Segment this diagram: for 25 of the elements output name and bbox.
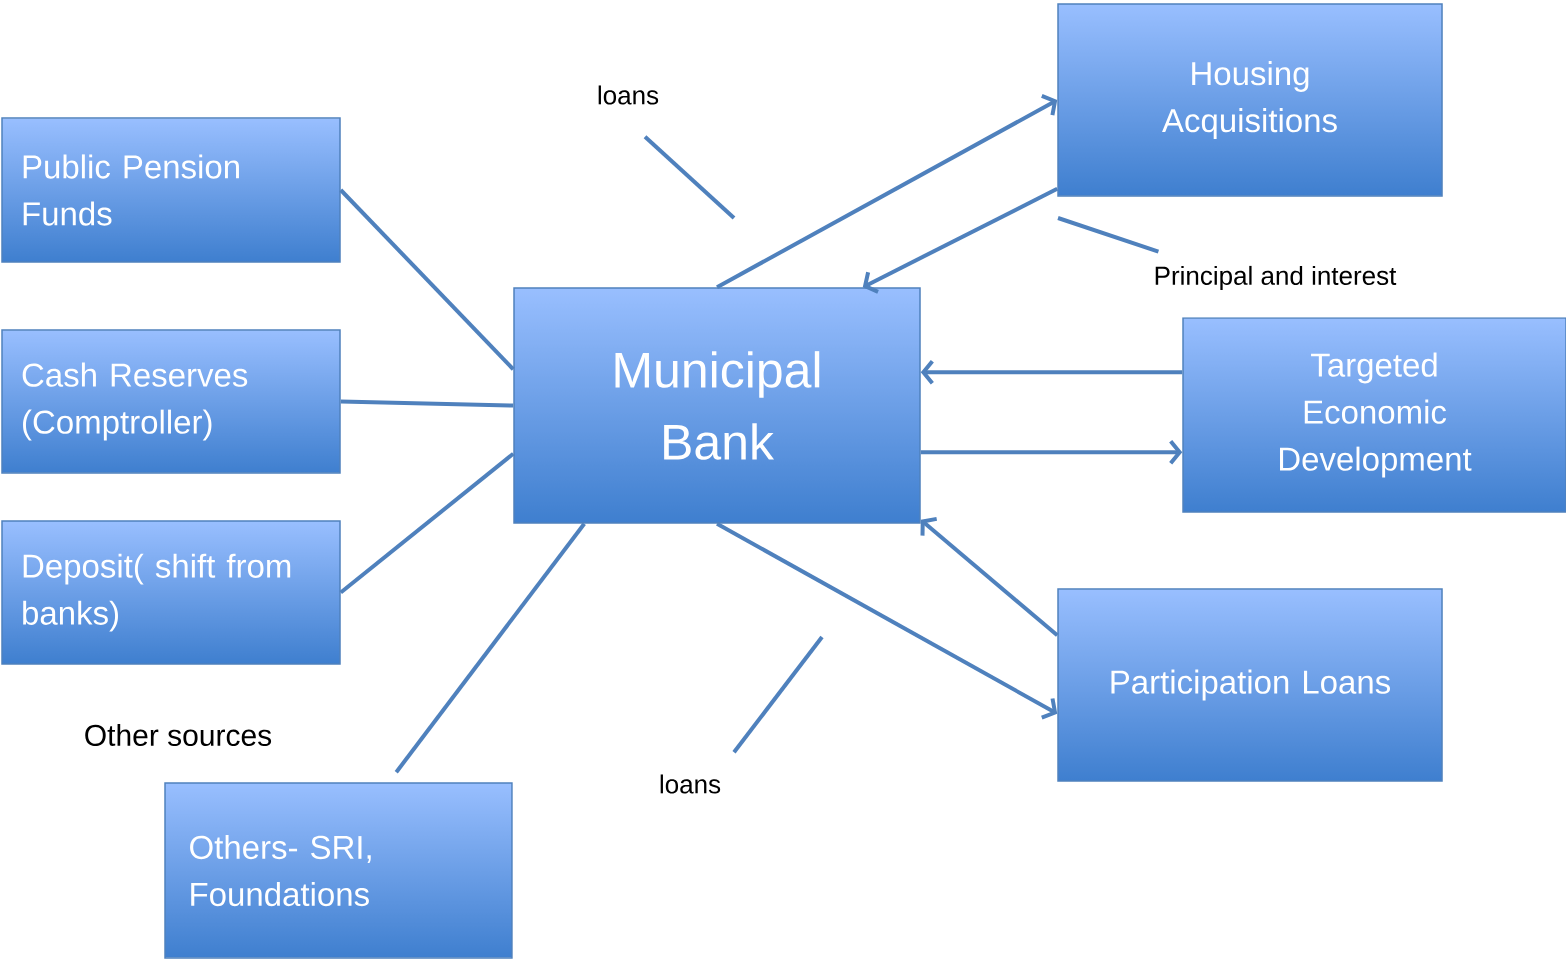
process-box: Participation Loans <box>1057 588 1443 782</box>
section-label: Other sources <box>85 724 272 747</box>
process-box: Deposit( shift from banks) <box>1 520 341 665</box>
arrow <box>716 522 1058 720</box>
leader-line <box>732 635 824 754</box>
process-box: Public Pension Funds <box>1 117 341 263</box>
process-box: Housing Acquisitions <box>1057 3 1443 197</box>
connector-line <box>340 399 514 408</box>
connector-line <box>339 452 515 595</box>
connector-line <box>339 188 515 371</box>
arrow <box>920 440 1183 465</box>
arrow <box>716 94 1058 289</box>
process-box: Cash Reserves (Comptroller) <box>1 329 341 474</box>
leader-line <box>1057 216 1160 254</box>
process-box: Targeted Economic Development <box>1182 317 1566 513</box>
arrow <box>920 516 1059 637</box>
process-box: Municipal Bank <box>513 287 921 524</box>
arrow <box>862 186 1059 294</box>
flow-label: loans <box>598 85 659 105</box>
flow-label: Principal and interest <box>1155 265 1397 291</box>
arrow <box>920 360 1183 385</box>
flow-label: loans <box>660 774 721 794</box>
connector-line <box>394 522 586 774</box>
leader-line <box>643 135 736 220</box>
process-box: Others- SRI, Foundations <box>164 782 513 959</box>
